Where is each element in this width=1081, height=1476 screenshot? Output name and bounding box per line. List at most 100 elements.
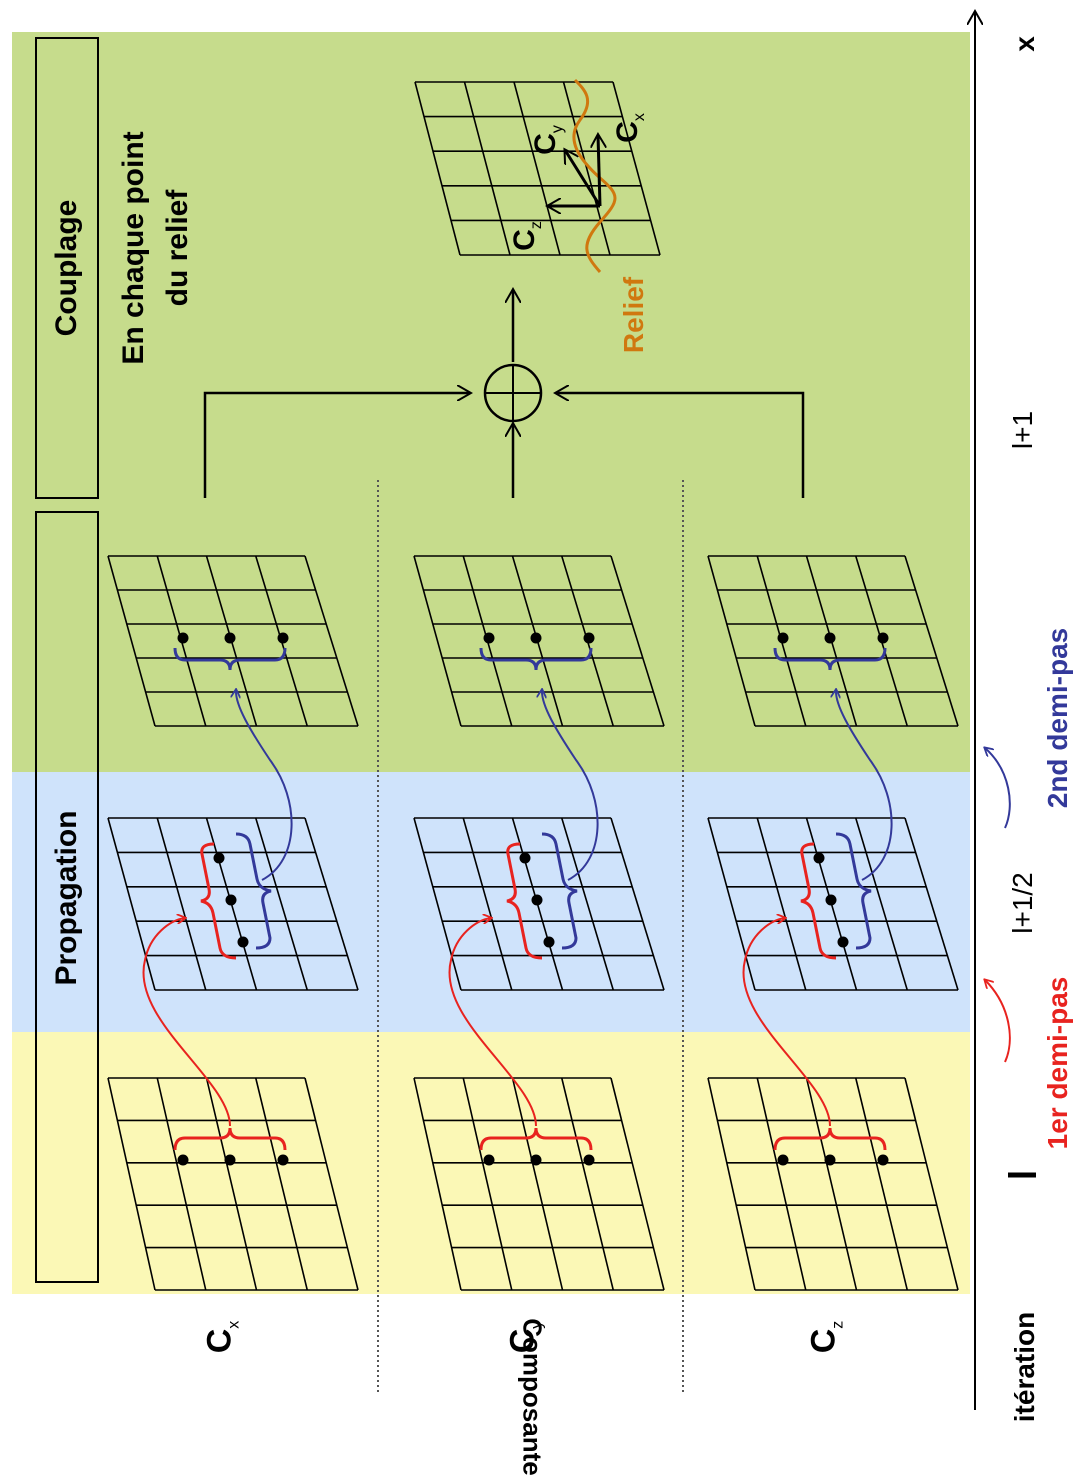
cx-vector xyxy=(598,135,600,207)
dot-cy-l-0 xyxy=(483,1154,495,1166)
component-cx-letter: C xyxy=(200,1328,239,1354)
grid-cz-l-vline xyxy=(904,1077,959,1291)
dot-cz-full-0 xyxy=(777,632,789,644)
grid-cz-l-vline xyxy=(854,1077,909,1291)
tick-l-plus-one: l+1 xyxy=(1007,410,1038,450)
brace-blue-cy-full xyxy=(479,647,593,671)
cx-vector-sub: x xyxy=(631,113,648,122)
brace-blue-cz-half xyxy=(835,832,872,950)
component-cx-sub: x xyxy=(225,1320,243,1329)
composante-label: Composante xyxy=(517,1318,548,1476)
brace-red-cy-half xyxy=(506,842,543,960)
dot-cx-half-1 xyxy=(225,894,237,906)
grid-cz-half xyxy=(707,817,959,991)
grid-cy-l-vline xyxy=(511,1077,564,1291)
x-axis-label: x xyxy=(1009,36,1040,52)
dot-cy-half-1 xyxy=(531,894,543,906)
component-cz-label: Cz xyxy=(805,1321,848,1354)
legend-first-half: 1er demi-pas xyxy=(1042,976,1073,1150)
grid-cx-l-vline xyxy=(304,1077,359,1291)
couplage-note-line2: du relief xyxy=(161,189,194,307)
dot-cx-l-2 xyxy=(277,1154,289,1166)
dot-cx-full-1 xyxy=(224,632,236,644)
legend-blue-arrow xyxy=(985,748,1011,829)
grid-cx-half-vline xyxy=(107,817,156,991)
dot-cz-full-2 xyxy=(877,632,889,644)
grid-cz-half-vline xyxy=(904,817,959,991)
grid-cy-l-vline xyxy=(610,1077,665,1291)
dot-cx-half-2 xyxy=(213,852,225,864)
band-blue xyxy=(12,772,970,1032)
arrow-blue-cx xyxy=(236,690,293,881)
grid-cz-half-vline xyxy=(707,817,756,991)
grid-cz-l-vline xyxy=(707,1077,756,1291)
dot-cz-l-0 xyxy=(777,1154,789,1166)
grid-coupling-vline xyxy=(414,81,461,256)
grid-cy-half-vline xyxy=(462,817,513,991)
band-green xyxy=(12,32,970,772)
tick-l-plus-half: l+1/2 xyxy=(1007,872,1038,934)
grid-cx-half-vline xyxy=(254,817,309,991)
legend-red-arrow xyxy=(985,980,1011,1063)
grid-cz-l-vline xyxy=(805,1077,858,1291)
grid-cx-half-vline xyxy=(304,817,359,991)
brace-blue-cz-full xyxy=(773,647,887,671)
grid-coupling-vline xyxy=(463,81,511,256)
grid-coupling-vline xyxy=(562,81,611,256)
grid-cy-half-vline xyxy=(413,817,462,991)
brace-red-cz-half xyxy=(800,842,837,960)
brace-blue-cx-full xyxy=(173,647,287,671)
couplage-header: Couplage xyxy=(50,199,83,337)
cx-vector-letter: C xyxy=(611,121,644,143)
cy-vector-letter: C xyxy=(529,133,562,155)
dot-cx-l-0 xyxy=(177,1154,189,1166)
cy-vector-label: Cy xyxy=(529,125,567,155)
dot-cy-half-0 xyxy=(543,936,555,948)
cy-vector xyxy=(565,150,602,207)
merge-line-cx xyxy=(203,393,470,498)
dot-cz-half-1 xyxy=(825,894,837,906)
relief-label: Relief xyxy=(618,276,649,354)
grid-cy-half-vline xyxy=(560,817,615,991)
dot-cx-half-0 xyxy=(237,936,249,948)
grid-cz-l-vline xyxy=(756,1077,807,1291)
dot-cz-full-1 xyxy=(824,632,836,644)
grid-cz-full-vline xyxy=(904,555,959,727)
brace-red-cz-l xyxy=(773,1127,887,1151)
dot-cz-half-0 xyxy=(837,936,849,948)
arrow-red-cx xyxy=(142,918,231,1127)
grid-coupling-vline xyxy=(513,81,561,256)
diagram-canvas xyxy=(12,0,1036,1410)
grid-cz-full-vline xyxy=(707,555,756,727)
grid-cx-l-vline xyxy=(156,1077,207,1291)
grid-cy-l-vline xyxy=(413,1077,462,1291)
brace-blue-cx-half xyxy=(235,832,272,950)
dot-cy-full-1 xyxy=(530,632,542,644)
grid-cz-half-vline xyxy=(854,817,909,991)
cz-vector-letter: C xyxy=(508,229,541,251)
grid-cx-full xyxy=(107,555,359,727)
iteration-label: itération xyxy=(1009,1311,1040,1423)
cy-vector-sub: y xyxy=(549,125,566,134)
dot-cx-l-1 xyxy=(224,1154,236,1166)
legend-second-half: 2nd demi-pas xyxy=(1042,627,1073,809)
arrow-blue-cz xyxy=(836,690,893,881)
dot-cy-l-1 xyxy=(530,1154,542,1166)
grid-cx-l-vline xyxy=(205,1077,258,1291)
dot-cx-full-0 xyxy=(177,632,189,644)
cz-vector-label: Cz xyxy=(508,221,546,251)
grid-cx-full-vline xyxy=(304,555,359,727)
grid-coupling-vline xyxy=(612,81,661,256)
dot-cy-full-0 xyxy=(483,632,495,644)
dot-cy-half-2 xyxy=(519,852,531,864)
grid-cy-full-vline xyxy=(413,555,462,727)
brace-red-cx-l xyxy=(173,1127,287,1151)
grid-cy-half-vline xyxy=(610,817,665,991)
cz-vector-sub: z xyxy=(528,221,545,230)
dot-cz-half-2 xyxy=(813,852,825,864)
couplage-note-line1: En chaque point xyxy=(117,131,150,365)
component-cz-sub: z xyxy=(829,1320,847,1329)
propagation-box xyxy=(35,511,99,1283)
brace-red-cx-half xyxy=(200,842,237,960)
grid-cx-l-vline xyxy=(107,1077,156,1291)
